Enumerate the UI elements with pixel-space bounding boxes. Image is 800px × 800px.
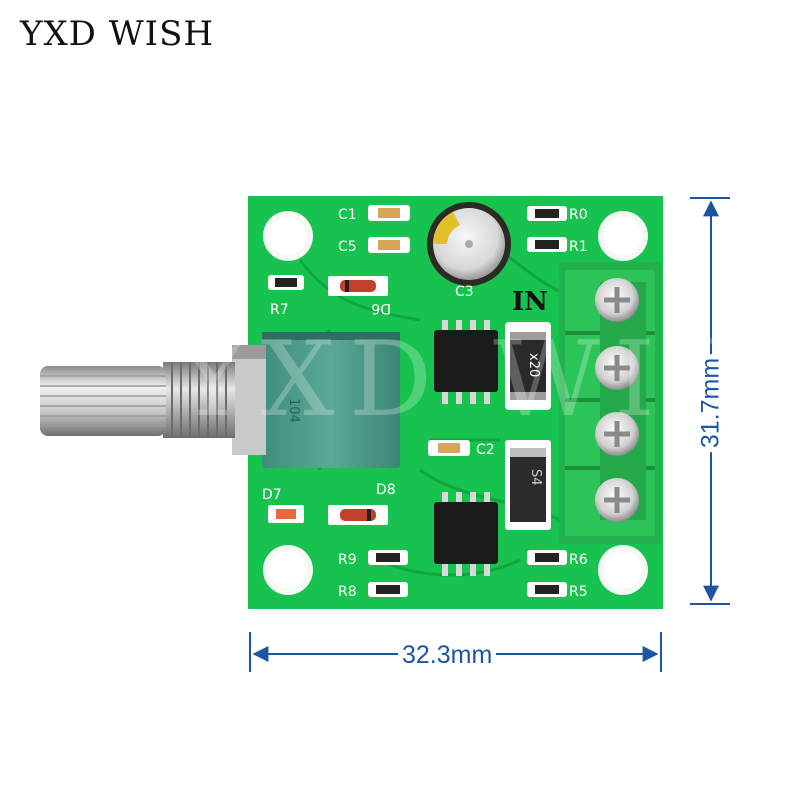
schottky-diode: [505, 440, 551, 530]
potentiometer-shaft: [40, 366, 166, 436]
watermark: YXD WISH: [178, 318, 800, 440]
smd-components: [268, 205, 567, 597]
label-c3: C3: [455, 284, 474, 300]
label-r7: R7: [270, 302, 289, 318]
label-r5: R5: [569, 584, 588, 600]
label-in: IN: [512, 287, 548, 317]
label-r0: R0: [569, 207, 588, 223]
label-c5: C5: [338, 239, 357, 255]
label-d8: D8: [376, 482, 396, 498]
label-r6: R6: [569, 552, 588, 568]
label-r9: R9: [338, 552, 357, 568]
label-r8: R8: [338, 584, 357, 600]
potentiometer: [232, 332, 400, 468]
label-d6: D6: [371, 300, 391, 316]
ic-chip-top: [434, 320, 498, 404]
label-c1: C1: [338, 207, 357, 223]
smd-fuse: [505, 322, 551, 410]
terminal-screws: [595, 278, 639, 522]
width-dimension-label: 32.3mm: [398, 641, 497, 670]
potentiometer-thread: [163, 362, 235, 438]
pot-code: 104: [286, 398, 301, 423]
height-dimension-label: 31.7mm: [696, 353, 726, 453]
label-d7: D7: [262, 487, 282, 503]
ic-chip-bottom: [434, 492, 498, 576]
diodes: [268, 276, 388, 525]
mounting-holes: [263, 211, 648, 595]
diode-code: S4: [528, 469, 543, 486]
brand-title: YXD WISH: [20, 14, 215, 54]
fuse-code: x20: [526, 353, 541, 377]
electrolytic-capacitor: [427, 202, 511, 286]
label-r1: R1: [569, 239, 588, 255]
label-c2: C2: [476, 442, 495, 458]
